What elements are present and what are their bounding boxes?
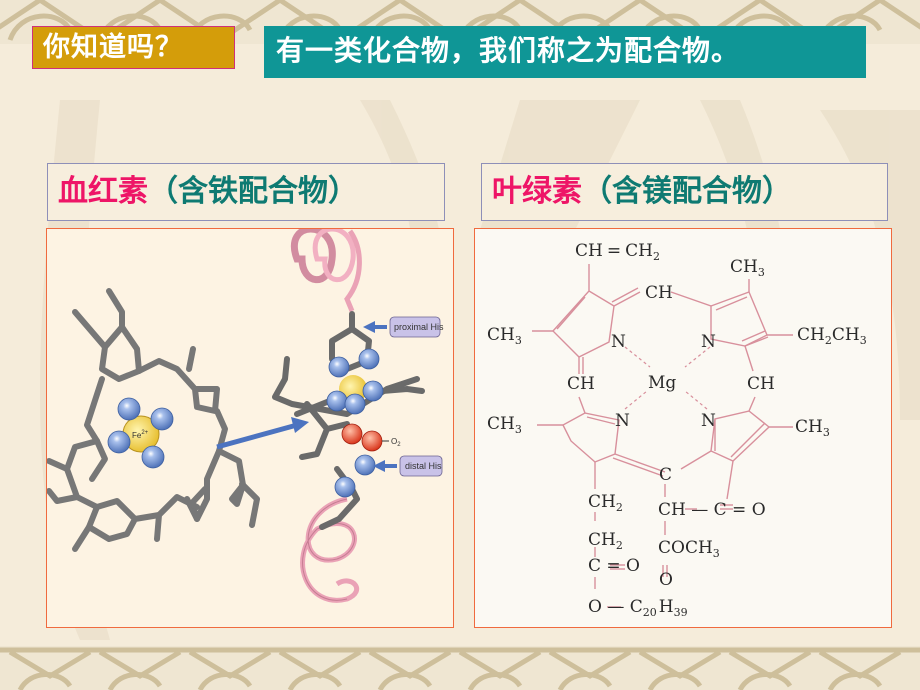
svg-text:C: C	[659, 465, 672, 485]
svg-text:CH2: CH2	[588, 530, 623, 552]
alpha-helix-bottom-icon	[300, 496, 360, 603]
decorative-border-bottom	[0, 646, 920, 690]
o2-label: O2	[382, 437, 401, 448]
heme-structure-illustration: Fe2+	[47, 229, 444, 603]
bond-lines-icon	[532, 264, 793, 608]
porphyrin-ring-icon	[47, 288, 260, 552]
nitrogen-atoms-icon	[107, 397, 174, 469]
svg-text:COCH3: COCH3	[658, 538, 720, 560]
svg-text:CH: CH	[645, 283, 673, 303]
slide-headline: 有一类化合物，我们称之为配合物。	[264, 26, 866, 78]
chlorophyll-name: 叶绿素	[492, 174, 582, 209]
svg-text:O2: O2	[391, 437, 401, 448]
svg-text:N: N	[701, 332, 716, 352]
svg-text:O: O	[659, 570, 673, 590]
svg-text:proximal His: proximal His	[394, 322, 444, 332]
arrow-icon	[216, 417, 309, 450]
svg-text:Mg: Mg	[648, 373, 676, 393]
svg-text:N: N	[611, 332, 626, 352]
proximal-his-label: proximal His	[363, 316, 444, 338]
svg-text:distal His: distal His	[405, 461, 442, 471]
distal-his-label: distal His	[373, 455, 443, 477]
did-you-know-tag: 你知道吗？	[32, 26, 235, 69]
side-view-atoms-icon	[326, 348, 384, 498]
coordination-bonds-icon	[624, 346, 711, 410]
heme-description: （含铁配合物）	[148, 174, 358, 209]
svg-text:CH3: CH3	[730, 257, 765, 279]
svg-text:CH2CH3: CH2CH3	[797, 325, 867, 347]
svg-text:C = O: C = O	[588, 556, 640, 576]
chlorophyll-figure-panel: CH=CH2 CH3 CH CH3 N N CH2CH3 CH Mg CH CH…	[474, 228, 892, 628]
svg-text:N: N	[701, 411, 716, 431]
svg-text:CH3: CH3	[487, 414, 522, 436]
chlorophyll-caption: 叶绿素（含镁配合物）	[481, 163, 888, 221]
svg-text:CH: CH	[747, 374, 775, 394]
svg-text:CH2: CH2	[588, 492, 623, 514]
heme-caption: 血红素（含铁配合物）	[47, 163, 445, 221]
heme-name: 血红素	[58, 174, 148, 209]
svg-text:Fe2+: Fe2+	[132, 430, 149, 440]
chlorophyll-structure-formula: CH=CH2 CH3 CH CH3 N N CH2CH3 CH Mg CH CH…	[487, 241, 867, 619]
svg-text:CH: CH	[567, 374, 595, 394]
svg-text:CH=CH2: CH=CH2	[575, 241, 660, 263]
chlorophyll-description: （含镁配合物）	[582, 174, 792, 209]
svg-text:N: N	[615, 411, 630, 431]
svg-text:CH — C = O: CH — C = O	[658, 500, 766, 520]
alpha-helix-top-icon	[291, 229, 362, 312]
formula-labels: CH=CH2 CH3 CH CH3 N N CH2CH3 CH Mg CH CH…	[487, 241, 867, 619]
svg-text:CH3: CH3	[795, 417, 830, 439]
svg-text:CH3: CH3	[487, 325, 522, 347]
heme-figure-panel: Fe2+	[46, 228, 454, 628]
